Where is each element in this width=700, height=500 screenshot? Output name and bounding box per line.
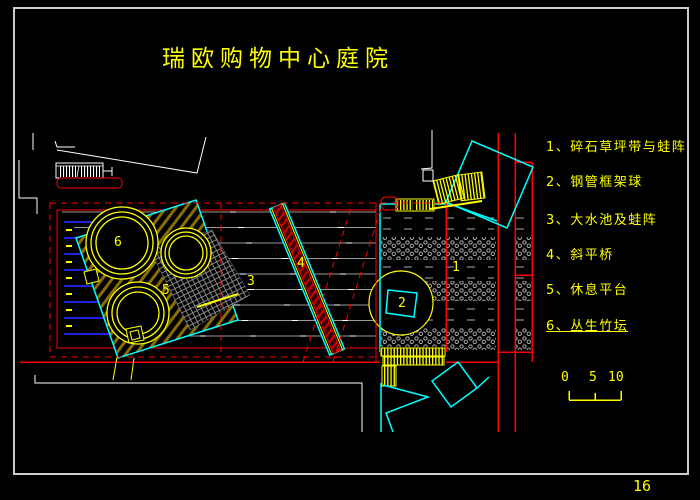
bamboo-planter-circles [85,206,212,345]
legend-item-1: 1、碎石草坪带与蛙阵 [546,140,687,155]
scale-label-10: 10 [608,370,624,385]
building-outlines [18,130,434,432]
scale-label-0: 0 [561,370,569,385]
legend-item-5: 5、休息平台 [546,283,629,298]
red-dashed-boundary [49,202,446,363]
pool-centerline-dashes [130,211,372,337]
legend-item-6: 6、丛生竹坛 [546,319,629,334]
tilted-courtyard-square [75,199,251,381]
plan-label-4: 4 [297,256,305,271]
scale-label-5: 5 [589,370,597,385]
lamp-square-outer [125,325,145,344]
drawing-title: 瑞欧购物中心庭院 [162,46,394,72]
stair-topleft-white [55,162,113,179]
legend-item-2: 2、钢管框架球 [546,175,643,190]
plan-label-5: 5 [162,283,170,298]
plan-label-2: 2 [398,296,406,311]
stairs-bottom [380,347,446,387]
path-line [196,293,239,308]
stairs-top [395,171,486,212]
plan-label-1: 1 [452,260,460,275]
small-square-feature [83,268,100,285]
plan-label-3: 3 [247,274,255,289]
legend-item-3: 3、大水池及蛙阵 [546,213,658,228]
scale-bar-ruler [568,391,622,401]
frame-ball [368,270,434,336]
page-number: 16 [633,477,652,495]
plan-label-6: 6 [114,235,122,250]
sheet-border [13,7,689,475]
slanted-bridge [268,202,346,356]
planting-shapes-bottomright [380,360,490,433]
step-tick-marks [66,229,72,327]
planter-red-topleft [56,177,123,189]
legend-item-4: 4、斜平桥 [546,248,614,263]
lamp-square-inner [129,329,141,341]
